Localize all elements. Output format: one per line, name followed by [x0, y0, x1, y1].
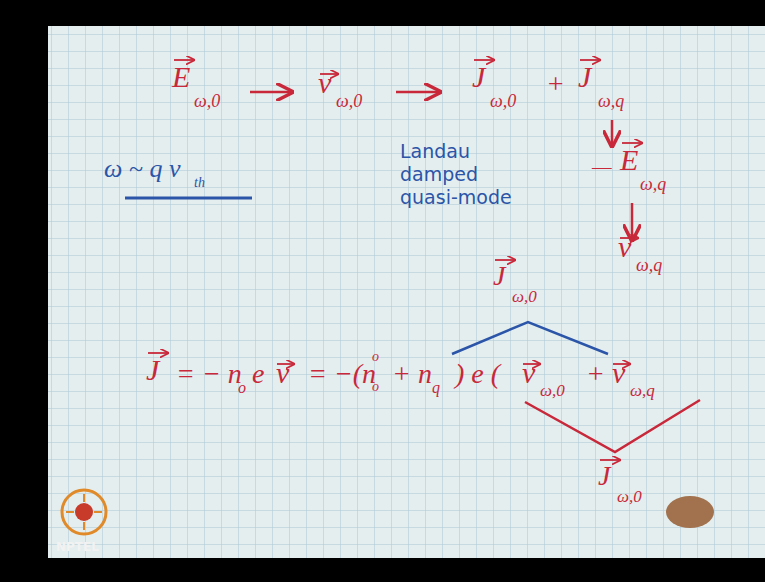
symbol: e — [252, 360, 264, 388]
paper — [48, 26, 765, 558]
equation-term: + n — [392, 360, 432, 388]
subscript: th — [194, 176, 205, 190]
subscript: ω,q — [636, 256, 662, 274]
subscript: q — [432, 380, 440, 396]
note: Landau damped quasi-mode — [400, 140, 512, 208]
symbol: J — [493, 262, 505, 290]
symbol: v — [618, 232, 631, 262]
subscript: o — [238, 380, 246, 396]
grid — [48, 26, 765, 558]
relation: ω ~ q v — [104, 156, 180, 182]
nptel-logo — [62, 490, 106, 534]
vector-accents — [148, 60, 642, 460]
subscript: ω,q — [630, 382, 655, 399]
equation-term: ) e ( — [455, 360, 500, 388]
symbol: J — [578, 62, 591, 92]
symbol: J — [472, 62, 485, 92]
vector-accent — [495, 259, 515, 261]
subscript: o — [372, 380, 379, 394]
subscript: ω,0 — [512, 288, 537, 305]
logo-text: NPTEL — [56, 541, 99, 553]
symbol: v — [612, 358, 625, 388]
symbol: J — [598, 462, 610, 490]
symbol: E — [172, 62, 190, 92]
subscript: ω,0 — [490, 92, 516, 110]
subscript: ω,q — [598, 92, 624, 110]
underline — [125, 197, 252, 200]
subscript: ω,0 — [540, 382, 565, 399]
equation-term: = −(n — [308, 360, 376, 388]
subscript: ω,0 — [336, 92, 362, 110]
bracket — [452, 322, 608, 354]
pointing-hand — [666, 496, 714, 528]
bracket — [525, 400, 700, 452]
operator: + — [586, 360, 605, 388]
superscript: o — [372, 350, 379, 364]
subscript: ω,0 — [194, 92, 220, 110]
symbol: v — [276, 358, 289, 388]
operator: + — [546, 70, 565, 98]
symbol: v — [522, 358, 535, 388]
flow-arrows — [250, 92, 632, 240]
symbol: v — [318, 68, 331, 98]
operator: — — [592, 156, 612, 178]
subscript: ω,q — [640, 175, 666, 193]
symbol: E — [620, 145, 638, 175]
equation-term: = − n — [176, 360, 242, 388]
symbol: J — [146, 355, 159, 385]
subscript: ω,0 — [617, 488, 642, 505]
